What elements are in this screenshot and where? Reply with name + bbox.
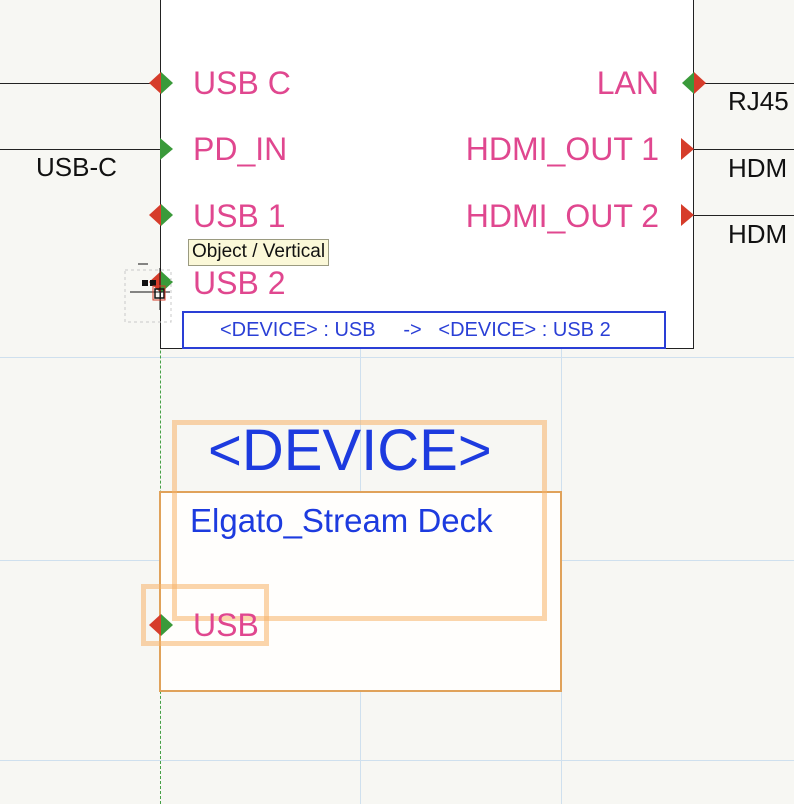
device-block[interactable] (160, 0, 694, 349)
pin-mapping-label[interactable]: <DEVICE> : USB -> <DEVICE> : USB 2 (182, 311, 666, 349)
pin-label-lan[interactable]: LAN (596, 65, 659, 101)
device-block-selected[interactable] (159, 491, 562, 692)
pin-label-hdmi-out-2[interactable]: HDMI_OUT 2 (465, 198, 659, 234)
bidirectional-pin-icon[interactable] (148, 613, 174, 637)
device-designator[interactable]: <DEVICE> (208, 418, 492, 483)
crosshair-move-cursor-icon (124, 263, 172, 323)
grid-line (561, 0, 562, 804)
tooltip: Object / Vertical (188, 239, 330, 266)
grid-line (360, 0, 361, 804)
pin-label-usb-1[interactable]: USB 1 (193, 198, 286, 234)
wire-pd-in[interactable] (0, 149, 160, 150)
net-label-right: RJ45 (728, 86, 789, 116)
net-label-right: HDM (728, 153, 788, 183)
net-label-left: USB-C (36, 152, 117, 182)
pin-label-usb-2[interactable]: USB 2 (193, 265, 286, 301)
pin-label-usb[interactable]: USB (193, 607, 259, 643)
grid-line (0, 357, 794, 358)
input-pin-icon[interactable] (160, 137, 174, 161)
output-pin-icon[interactable] (681, 203, 695, 227)
output-pin-icon[interactable] (681, 137, 695, 161)
wire-hdmi-1[interactable] (694, 149, 794, 150)
alignment-guide (160, 0, 161, 804)
wire-lan[interactable] (694, 83, 794, 84)
bidirectional-pin-icon[interactable] (148, 71, 174, 95)
pin-label-pd-in[interactable]: PD_IN (193, 131, 288, 167)
selection-highlight (172, 420, 547, 621)
grid-line (0, 760, 794, 761)
wire-usb-c[interactable] (0, 83, 160, 84)
selection-highlight (141, 584, 269, 646)
bidirectional-pin-icon[interactable] (148, 203, 174, 227)
wire-hdmi-2[interactable] (694, 215, 794, 216)
net-label-right: HDM (728, 219, 788, 249)
pin-label-hdmi-out-1[interactable]: HDMI_OUT 1 (465, 131, 659, 167)
device-model[interactable]: Elgato_Stream Deck (190, 502, 493, 539)
bidirectional-pin-icon[interactable] (681, 71, 707, 95)
pin-label-usb-c[interactable]: USB C (193, 65, 291, 101)
